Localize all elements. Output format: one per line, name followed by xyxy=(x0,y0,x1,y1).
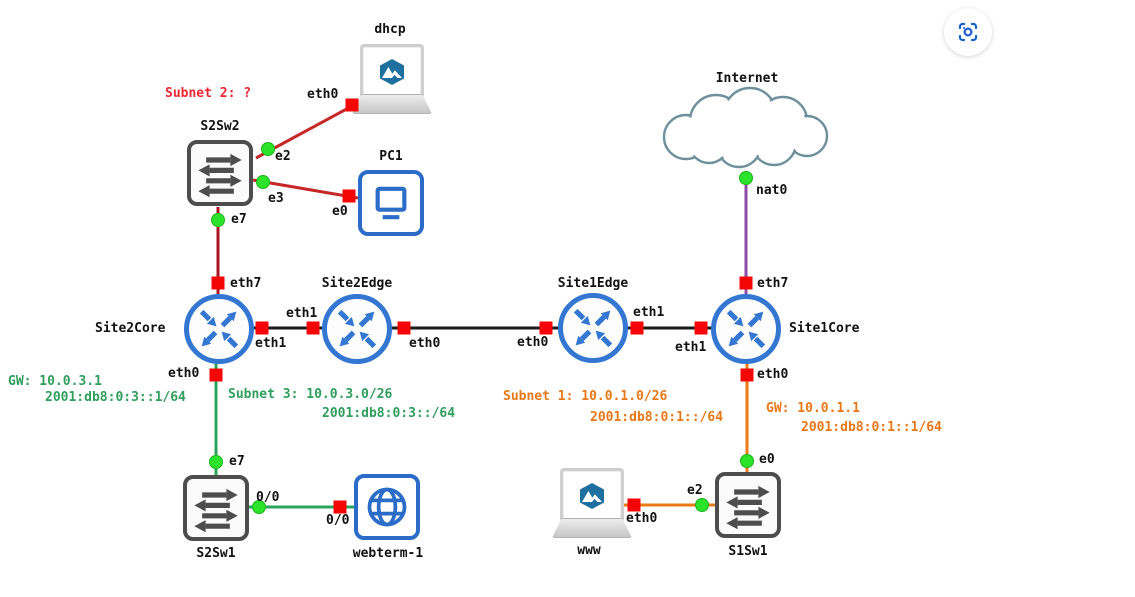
laptop-icon xyxy=(560,468,624,524)
annotation-gw3-line2[interactable]: 2001:db8:0:3::1/64 xyxy=(45,390,186,405)
laptop-base xyxy=(352,94,432,114)
port-label-s2sw2-e7: e7 xyxy=(231,212,247,227)
port-label-site2core-eth0: eth0 xyxy=(168,366,200,381)
port-label-site2core-eth1: eth1 xyxy=(255,336,287,351)
status-square-site2core-eth1 xyxy=(255,321,269,335)
status-square-site1core-eth7 xyxy=(739,276,753,290)
port-label-site2edge-eth0: eth0 xyxy=(409,336,441,351)
node-www[interactable] xyxy=(552,468,632,540)
router-icon xyxy=(726,309,766,349)
switch-icon xyxy=(726,485,770,530)
status-square-site1edge-eth0 xyxy=(539,321,553,335)
port-label-site2core-eth7: eth7 xyxy=(230,276,262,291)
port-label-internet-nat0: nat0 xyxy=(756,183,788,198)
screenshot-capture-icon xyxy=(958,22,978,42)
status-dot-internet-nat0 xyxy=(739,171,753,185)
node-internet[interactable] xyxy=(652,85,842,179)
status-square-site2edge-eth0 xyxy=(397,321,411,335)
node-site1core[interactable] xyxy=(711,294,781,364)
port-label-site2edge-eth1: eth1 xyxy=(286,306,318,321)
node-dhcp[interactable] xyxy=(352,44,432,116)
router-icon xyxy=(199,309,239,349)
status-square-webterm1-0-0 xyxy=(333,500,347,514)
node-site1edge[interactable] xyxy=(558,293,628,363)
port-label-www-eth0: eth0 xyxy=(626,511,658,526)
laptop-icon xyxy=(360,44,424,100)
globe-icon xyxy=(367,487,407,527)
port-label-s1sw1-e0: e0 xyxy=(759,452,775,467)
router-icon xyxy=(573,308,613,348)
port-label-site1core-eth7: eth7 xyxy=(757,276,789,291)
port-label-site1edge-eth0: eth0 xyxy=(517,335,549,350)
node-label-www: www xyxy=(577,543,601,558)
switch-icon xyxy=(194,488,238,533)
port-label-s2sw2-e2: e2 xyxy=(275,149,291,164)
status-square-site1core-eth1 xyxy=(694,321,708,335)
status-square-site2edge-eth1 xyxy=(306,321,320,335)
status-square-www-eth0 xyxy=(627,498,641,512)
annotation-subnet1-line2[interactable]: 2001:db8:0:1::/64 xyxy=(590,410,724,425)
annotation-gw1-line2[interactable]: 2001:db8:0:1::1/64 xyxy=(801,420,942,435)
alpine-logo-icon xyxy=(579,483,605,509)
port-label-webterm1-0-0: 0/0 xyxy=(326,513,350,528)
node-label-s1sw1: S1Sw1 xyxy=(728,544,768,559)
status-dot-s2sw1-0-0 xyxy=(252,500,266,514)
computer-icon xyxy=(375,186,407,220)
port-label-site1core-eth0: eth0 xyxy=(757,367,789,382)
status-dot-s2sw1-e7 xyxy=(209,455,223,469)
node-s2sw1[interactable] xyxy=(183,475,249,541)
node-label-dhcp: dhcp xyxy=(374,22,406,37)
status-dot-s1sw1-e0 xyxy=(740,454,754,468)
port-label-site1edge-eth1: eth1 xyxy=(633,305,665,320)
router-icon xyxy=(337,309,377,349)
node-label-site2core: Site2Core xyxy=(95,321,166,336)
laptop-base xyxy=(552,518,632,538)
status-square-site1core-eth0 xyxy=(740,368,754,382)
node-label-s2sw1: S2Sw1 xyxy=(196,546,236,561)
node-label-pc1: PC1 xyxy=(379,149,403,164)
node-label-site1edge: Site1Edge xyxy=(557,276,629,291)
status-square-site2core-eth7 xyxy=(211,276,225,290)
port-label-s2sw1-e7: e7 xyxy=(229,454,245,469)
status-square-pc1-e0 xyxy=(342,189,356,203)
annotation-subnet2[interactable]: Subnet 2: ? xyxy=(165,86,252,101)
node-webterm1[interactable] xyxy=(354,474,420,540)
cloud-icon xyxy=(662,86,829,169)
node-site2edge[interactable] xyxy=(322,294,392,364)
node-label-webterm1: webterm-1 xyxy=(352,546,424,561)
annotation-subnet3-line2[interactable]: 2001:db8:0:3::/64 xyxy=(322,406,456,421)
switch-icon xyxy=(198,153,242,198)
port-label-site1core-eth1: eth1 xyxy=(675,340,707,355)
annotation-gw1-line1[interactable]: GW: 10.0.1.1 xyxy=(766,401,860,416)
port-label-s2sw1-0-0: 0/0 xyxy=(256,490,280,505)
port-label-s2sw2-e3: e3 xyxy=(268,191,284,206)
node-label-site2edge: Site2Edge xyxy=(321,276,393,291)
status-dot-s2sw2-e3 xyxy=(256,175,270,189)
node-pc1[interactable] xyxy=(358,170,424,236)
status-square-site1edge-eth1 xyxy=(630,321,644,335)
port-label-dhcp-eth0: eth0 xyxy=(307,87,339,102)
node-s1sw1[interactable] xyxy=(715,472,781,538)
port-label-s1sw1-e2: e2 xyxy=(687,483,703,498)
link-s2sw2-pc1[interactable] xyxy=(252,178,359,200)
annotation-subnet3-line1[interactable]: Subnet 3: 10.0.3.0/26 xyxy=(228,387,393,402)
annotation-subnet1-line1[interactable]: Subnet 1: 10.0.1.0/26 xyxy=(503,389,668,404)
status-dot-s1sw1-e2 xyxy=(695,498,709,512)
port-label-pc1-e0: e0 xyxy=(332,204,348,219)
screenshot-capture-button[interactable] xyxy=(944,8,992,56)
status-square-dhcp-eth0 xyxy=(345,98,359,112)
node-s2sw2[interactable] xyxy=(187,140,253,206)
alpine-logo-icon xyxy=(379,59,405,85)
annotation-gw3-line1[interactable]: GW: 10.0.3.1 xyxy=(8,374,102,389)
node-site2core[interactable] xyxy=(184,294,254,364)
node-label-site1core: Site1Core xyxy=(789,321,860,336)
node-label-internet: Internet xyxy=(715,71,779,86)
node-label-s2sw2: S2Sw2 xyxy=(200,119,240,134)
status-dot-s2sw2-e2 xyxy=(261,142,275,156)
status-dot-s2sw2-e7 xyxy=(211,213,225,227)
status-square-site2core-eth0 xyxy=(209,368,223,382)
